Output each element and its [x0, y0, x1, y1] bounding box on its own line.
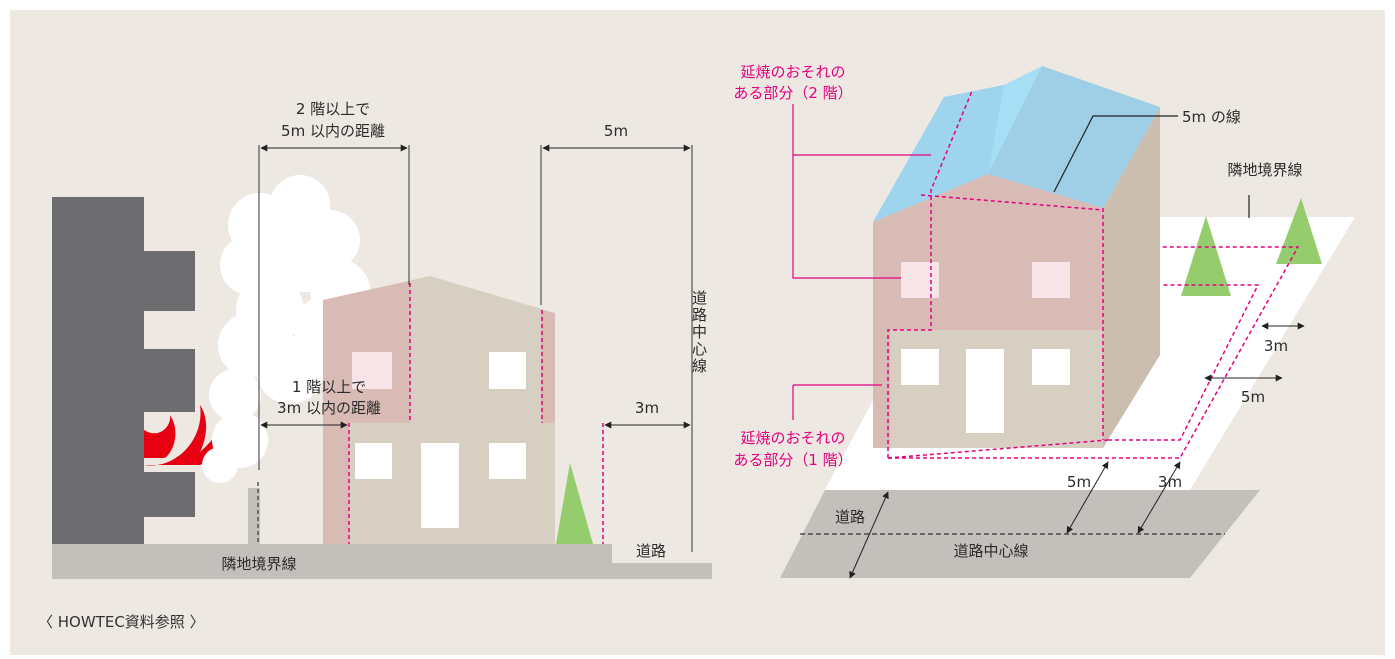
source-caption: 〈 HOWTEC資料参照 〉: [38, 613, 205, 631]
door: [421, 443, 459, 528]
right-diagram: 延焼のおそれの ある部分（2 階） 延焼のおそれの ある部分（1 階） 5m の…: [733, 63, 1355, 579]
label-3m: 3m: [635, 399, 659, 417]
label-boundary: 隣地境界線: [221, 555, 296, 573]
label-5m-b: 5m: [1067, 473, 1091, 491]
ground: [52, 544, 612, 579]
window: [352, 352, 392, 389]
pink-dash-1f-outline: [887, 90, 1109, 459]
pink-leader-2f: [792, 104, 931, 279]
pink-label-1f-line1: 延焼のおそれの: [740, 429, 845, 447]
window: [1032, 349, 1070, 385]
road-ground: [612, 563, 712, 579]
label-1f-line2: 3m 以内の距離: [277, 399, 381, 417]
window: [901, 262, 939, 298]
pink-dash-2f-outline: [920, 194, 1104, 440]
label-road-center: 道路中心線: [953, 542, 1028, 560]
label-1f-line1: 1 階以上で: [292, 378, 366, 396]
house-danger-zone-1f: [323, 423, 349, 544]
house-danger-zone-1f: [873, 330, 890, 448]
window: [489, 443, 526, 479]
fire-flame-small: [144, 415, 176, 458]
label-5m-a: 5m: [1241, 388, 1265, 406]
roof-front: [873, 85, 1004, 222]
label-2f-line2: 5m 以内の距離: [281, 122, 385, 140]
dimension-arrow: [849, 491, 889, 579]
dimension-arrow: [1066, 461, 1109, 534]
label-5m: 5m: [604, 122, 628, 140]
label-boundary: 隣地境界線: [1227, 161, 1302, 179]
tree: [556, 463, 593, 544]
left-diagram: 2 階以上で 5m 以内の距離 5m 1 階以上で 3m 以内の距離 3m 道路…: [52, 100, 712, 579]
pink-label-2f-line1: 延焼のおそれの: [740, 63, 845, 81]
tree: [1276, 198, 1322, 264]
label-3m-a: 3m: [1264, 337, 1288, 355]
window: [355, 443, 392, 479]
smoke-cloud: [202, 175, 370, 483]
pink-dash-5m-outline: [888, 246, 1300, 459]
boundary-post: [248, 488, 260, 544]
pink-dash-3m-outline: [1108, 284, 1260, 441]
leader-5m-line: [1053, 115, 1178, 193]
door: [966, 349, 1004, 433]
label-road: 道路: [835, 508, 865, 526]
house-side-wall: [1103, 107, 1160, 448]
window: [901, 349, 939, 385]
label-3m-b: 3m: [1158, 473, 1182, 491]
label-road: 道路: [636, 542, 666, 560]
pink-label-2f-line2: ある部分（2 階）: [733, 84, 852, 102]
label-2f-line1: 2 階以上で: [296, 100, 370, 118]
pink-label-1f-line2: ある部分（1 階）: [733, 451, 852, 469]
label-road-center-vertical: 道路中心線: [690, 290, 708, 375]
label-5m-line: 5m の線: [1182, 108, 1241, 126]
window: [489, 352, 526, 389]
neighbor-building: [52, 197, 195, 544]
house-danger-zone-road: [541, 310, 555, 423]
roof-right: [988, 66, 1160, 208]
dimension-arrow: [1137, 461, 1181, 534]
tree: [1181, 216, 1231, 296]
window: [1032, 262, 1070, 298]
pink-leader-1f: [792, 384, 882, 420]
